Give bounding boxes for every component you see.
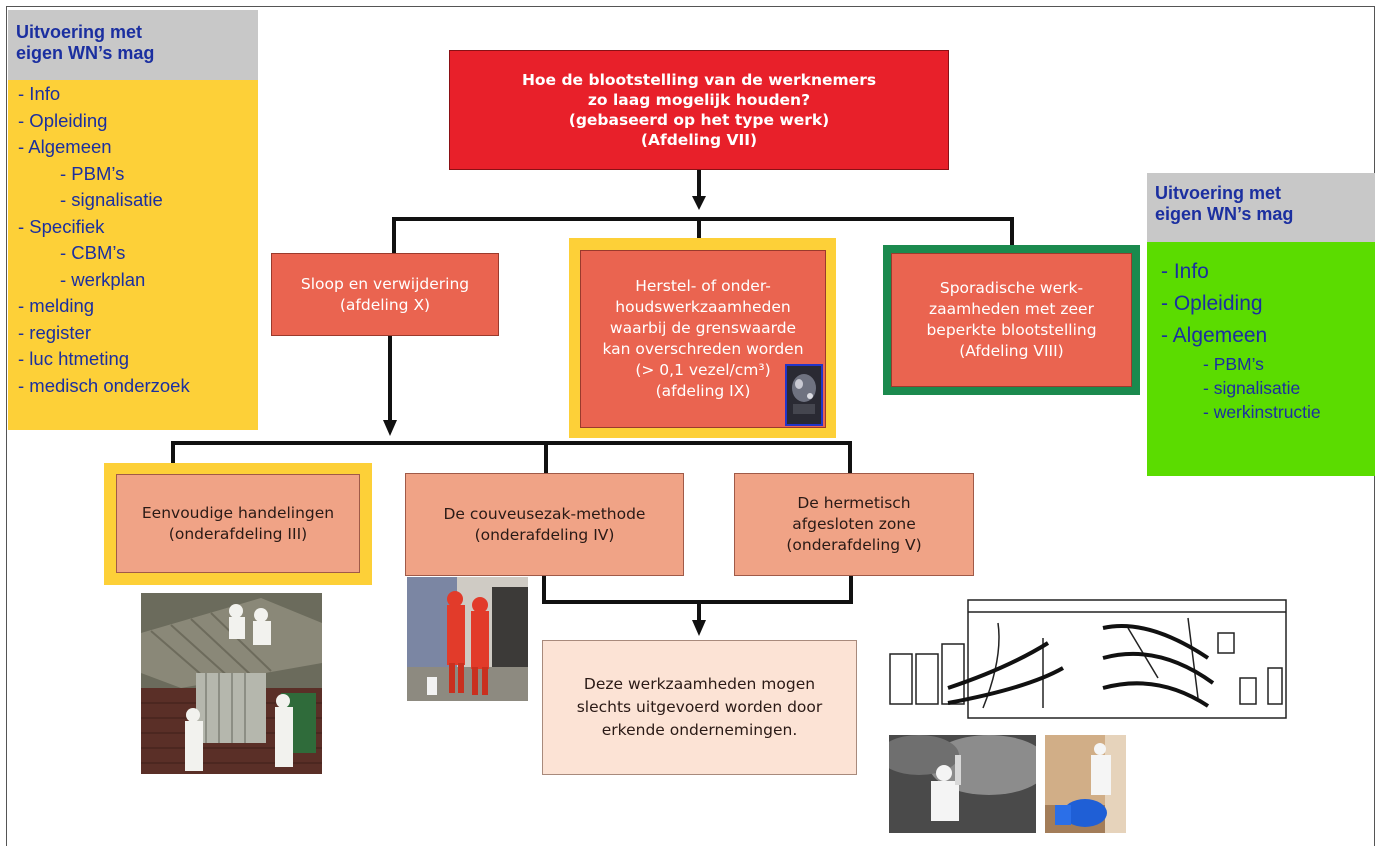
list-item: - Specifiek (18, 215, 105, 237)
mask-icon (785, 364, 823, 426)
eenvoudig-box: Eenvoudige handelingen (onderafdeling II… (116, 474, 360, 573)
list-item: - PBM’s (1203, 354, 1264, 374)
left-panel-title: Uitvoering met eigen WN’s mag (8, 10, 258, 80)
list-item: - werkinstructie (1203, 402, 1321, 422)
erkend-box: Deze werkzaamheden mogen slechts uitgevo… (542, 640, 857, 775)
right-info-panel: Uitvoering met eigen WN’s mag - Info - O… (1147, 173, 1375, 476)
hermetisch-box: De hermetisch afgesloten zone (onderafde… (734, 473, 974, 576)
list-item: - PBM’s (60, 162, 125, 184)
list-item: - Opleiding (1161, 292, 1263, 315)
roof-removal-photo (141, 593, 322, 774)
couveuse-text: De couveusezak-methode (onderafdeling IV… (443, 504, 646, 544)
main-question-box: Hoe de blootstelling van de werknemers z… (449, 50, 949, 170)
couveuse-box: De couveusezak-methode (onderafdeling IV… (405, 473, 684, 576)
sloop-text: Sloop en verwijdering (afdeling X) (300, 274, 470, 314)
sporadisch-text: Sporadische werk- zaamheden met zeer bep… (926, 279, 1097, 360)
couveuse-workers-photo (407, 577, 528, 701)
list-item: - luc htmeting (18, 348, 130, 369)
left-panel-list: - Info - Opleiding - Algemeen - PBM’s - … (8, 80, 258, 430)
list-item: - Info (1161, 260, 1209, 283)
hermetic-zone-sketch (888, 598, 1294, 720)
list-item: - Algemeen (1161, 324, 1268, 347)
list-item: - CBM’s (60, 242, 126, 263)
right-panel-list: - Info - Opleiding - Algemeen - PBM’s - … (1147, 242, 1375, 476)
list-item: - Info (18, 83, 61, 104)
vacuum-worker-photo (1045, 735, 1126, 833)
list-item: - werkplan (60, 268, 146, 290)
sporadisch-box: Sporadische werk- zaamheden met zeer bep… (891, 253, 1132, 387)
list-item: - register (18, 321, 91, 343)
right-panel-title: Uitvoering met eigen WN’s mag (1147, 173, 1375, 242)
list-item: - Algemeen (18, 136, 112, 157)
erkend-text: Deze werkzaamheden mogen slechts uitgevo… (576, 675, 823, 739)
list-item: - medisch onderzoek (18, 374, 190, 396)
herstel-text: Herstel- of onder- houdswerkzaamheden wa… (602, 277, 804, 400)
list-item: - signalisatie (1203, 378, 1301, 398)
main-question-text: Hoe de blootstelling van de werknemers z… (521, 71, 877, 149)
sloop-box: Sloop en verwijdering (afdeling X) (271, 253, 499, 336)
left-info-panel: Uitvoering met eigen WN’s mag - Info - O… (8, 10, 258, 430)
ceiling-removal-photo (889, 735, 1036, 833)
list-item: - melding (18, 295, 95, 316)
list-item: - Opleiding (18, 109, 108, 131)
list-item: - signalisatie (60, 189, 163, 210)
hermetisch-text: De hermetisch afgesloten zone (onderafde… (786, 494, 922, 554)
eenvoudig-text: Eenvoudige handelingen (onderafdeling II… (141, 503, 335, 543)
